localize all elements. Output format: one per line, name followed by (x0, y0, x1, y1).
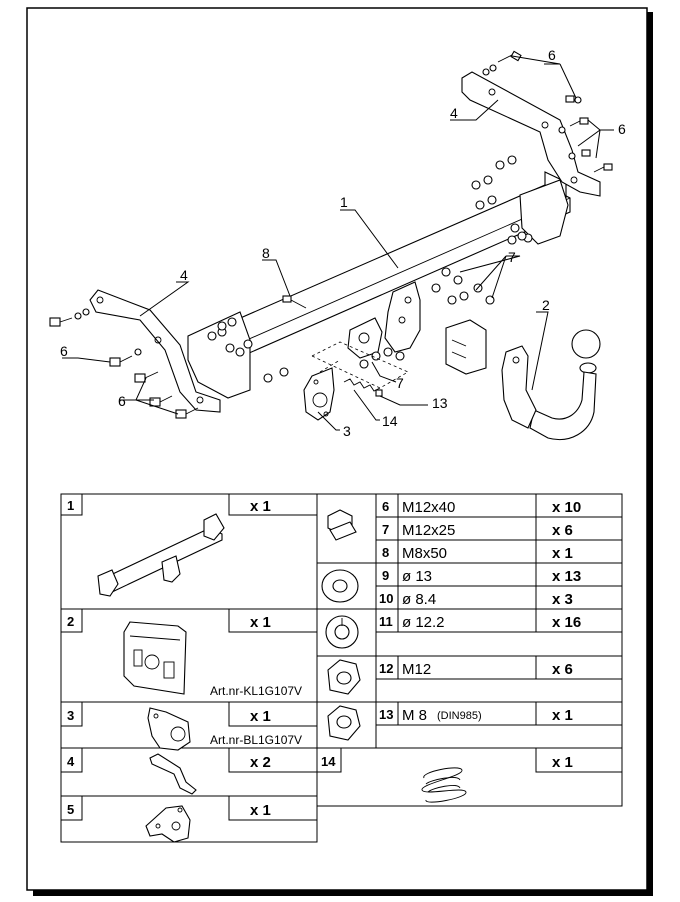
right-row-13-qty: x 1 (552, 707, 573, 724)
callout-2: 2 (542, 297, 550, 313)
page-frame (26, 7, 648, 891)
tow-ball (501, 329, 601, 440)
left-row-5-qty: x 1 (250, 802, 271, 819)
right-row-8-spec: M8x50 (402, 545, 447, 562)
left-row-1-qty: x 1 (250, 498, 271, 515)
right-row-14-num: 14 (321, 754, 336, 769)
right-row-9-spec: ø 13 (402, 568, 432, 585)
socket-plate (303, 367, 335, 421)
right-row-13-note: (DIN985) (437, 710, 482, 722)
left-row-1-num: 1 (67, 498, 74, 513)
callout-6-right: 6 (618, 121, 626, 137)
right-row-9-num: 9 (382, 568, 389, 583)
bolt-set-top (482, 50, 613, 173)
thumb-nut (327, 659, 361, 695)
right-row-10-spec: ø 8.4 (402, 591, 436, 608)
right-row-12-spec: M12 (402, 661, 431, 678)
right-row-9-qty: x 13 (552, 568, 581, 585)
parts-table: 1 x 1 2 x 1 Art.nr-KL1G107V 3 x 1 Art.nr… (60, 493, 623, 843)
thumb-locknut (327, 705, 361, 741)
bracket-left (49, 289, 253, 419)
right-row-13-spec: M 8 (402, 707, 427, 724)
bolt-m8 (282, 295, 307, 309)
crossbar (187, 171, 571, 399)
right-row-7-qty: x 6 (552, 522, 573, 539)
thumb-crossbar (97, 513, 225, 597)
left-row-2-num: 2 (67, 614, 74, 629)
spring (343, 378, 383, 397)
right-row-12-qty: x 6 (552, 661, 573, 678)
left-row-2-art: Art.nr-KL1G107V (210, 684, 302, 698)
thumb-washer-split (325, 615, 359, 649)
bracket-right (461, 50, 613, 245)
left-row-3-qty: x 1 (250, 708, 271, 725)
right-column: 6 M12x40 x 10 7 M12x25 x 6 8 M8x50 x 1 9… (316, 493, 623, 807)
thumb-washer-large (321, 569, 359, 603)
callout-1: 1 (340, 194, 348, 210)
thumb-bracket-5 (145, 805, 191, 843)
callout-6-left: 6 (60, 343, 68, 359)
left-row-3-num: 3 (67, 708, 74, 723)
bolt-set-center (359, 267, 495, 369)
thumb-bolt (327, 509, 357, 541)
callout-6-bottom: 6 (118, 393, 126, 409)
right-row-7-spec: M12x25 (402, 522, 455, 539)
callout-7-top: 7 (508, 249, 516, 265)
right-row-11-spec: ø 12.2 (402, 614, 445, 631)
callout-13: 13 (432, 395, 448, 411)
thumb-socket (123, 621, 187, 695)
right-row-6-num: 6 (382, 499, 389, 514)
right-row-10-qty: x 3 (552, 591, 573, 608)
left-row-3-art: Art.nr-BL1G107V (210, 733, 302, 747)
right-row-14-qty: x 1 (552, 754, 573, 771)
right-row-6-qty: x 10 (552, 499, 581, 516)
socket-box (445, 319, 487, 375)
callout-4-right: 4 (450, 105, 458, 121)
left-row-2-qty: x 1 (250, 614, 271, 631)
callout-7-center: 7 (396, 375, 404, 391)
left-row-4-qty: x 2 (250, 754, 271, 771)
right-row-8-qty: x 1 (552, 545, 573, 562)
exploded-diagram: 1 2 3 4 4 6 6 6 6 7 7 8 13 14 (49, 47, 626, 440)
thumb-plate (147, 707, 191, 751)
callout-4-left: 4 (180, 267, 188, 283)
callout-14: 14 (382, 413, 398, 429)
callout-labels: 1 2 3 4 4 6 6 6 6 7 7 8 13 14 (60, 47, 626, 439)
right-row-13-num: 13 (379, 707, 393, 722)
left-row-4-num: 4 (67, 754, 75, 769)
thumb-bracket (149, 753, 197, 795)
right-row-7-num: 7 (382, 522, 389, 537)
callout-8: 8 (262, 245, 270, 261)
right-row-11-num: 11 (379, 614, 393, 629)
callout-6-top: 6 (548, 47, 556, 63)
callout-3: 3 (343, 423, 351, 439)
right-row-10-num: 10 (379, 591, 393, 606)
right-row-8-num: 8 (382, 545, 389, 560)
thumb-spring (421, 767, 467, 803)
right-row-11-qty: x 16 (552, 614, 581, 631)
leader-lines (62, 55, 614, 431)
right-row-6-spec: M12x40 (402, 499, 455, 516)
right-row-12-num: 12 (379, 661, 393, 676)
left-row-5-num: 5 (67, 802, 74, 817)
